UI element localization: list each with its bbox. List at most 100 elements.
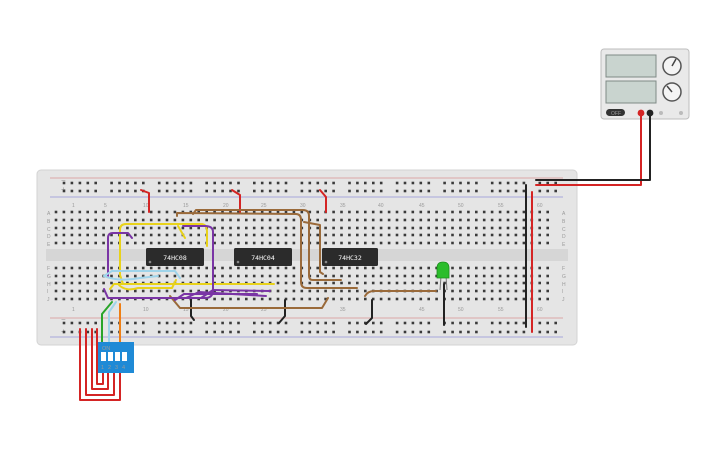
breadboard-hole[interactable] [316, 210, 319, 214]
breadboard-hole[interactable] [364, 297, 367, 301]
breadboard-hole[interactable] [86, 274, 89, 278]
breadboard-hole[interactable] [94, 233, 97, 237]
breadboard-hole[interactable] [403, 330, 407, 334]
breadboard-hole[interactable] [268, 330, 272, 334]
breadboard-hole[interactable] [300, 330, 304, 334]
breadboard-hole[interactable] [490, 233, 494, 237]
breadboard-hole[interactable] [237, 218, 240, 222]
breadboard-hole[interactable] [284, 266, 288, 270]
breadboard-hole[interactable] [387, 281, 391, 285]
dip-toggle-1[interactable] [101, 352, 106, 361]
breadboard-hole[interactable] [451, 266, 454, 270]
breadboard-hole[interactable] [165, 321, 169, 325]
breadboard-hole[interactable] [475, 189, 478, 193]
breadboard-hole[interactable] [213, 218, 216, 222]
breadboard-hole[interactable] [276, 289, 280, 293]
breadboard-hole[interactable] [364, 226, 367, 230]
breadboard-hole[interactable] [324, 321, 327, 325]
breadboard-hole[interactable] [134, 181, 137, 185]
breadboard-hole[interactable] [102, 241, 105, 245]
breadboard-hole[interactable] [482, 226, 486, 230]
breadboard-hole[interactable] [403, 181, 407, 185]
breadboard-hole[interactable] [411, 218, 415, 222]
breadboard-hole[interactable] [403, 297, 407, 301]
breadboard-hole[interactable] [324, 241, 327, 245]
breadboard-hole[interactable] [332, 210, 335, 214]
dip-toggle-2[interactable] [108, 352, 113, 361]
breadboard-hole[interactable] [173, 181, 177, 185]
breadboard-hole[interactable] [86, 241, 89, 245]
breadboard-hole[interactable] [538, 266, 541, 270]
breadboard-hole[interactable] [356, 226, 359, 230]
breadboard-hole[interactable] [165, 210, 169, 214]
breadboard-hole[interactable] [475, 233, 478, 237]
breadboard-hole[interactable] [78, 266, 82, 270]
breadboard-hole[interactable] [308, 281, 312, 285]
breadboard-hole[interactable] [181, 181, 185, 185]
breadboard-hole[interactable] [110, 274, 113, 278]
breadboard-hole[interactable] [427, 218, 430, 222]
breadboard-hole[interactable] [276, 181, 280, 185]
breadboard-hole[interactable] [490, 266, 494, 270]
breadboard-hole[interactable] [118, 289, 121, 293]
breadboard-hole[interactable] [300, 297, 304, 301]
breadboard-hole[interactable] [506, 181, 510, 185]
breadboard-hole[interactable] [332, 297, 335, 301]
breadboard-hole[interactable] [490, 330, 494, 334]
breadboard-hole[interactable] [395, 218, 399, 222]
breadboard-hole[interactable] [522, 274, 526, 278]
breadboard-hole[interactable] [467, 266, 470, 270]
breadboard-hole[interactable] [395, 266, 399, 270]
breadboard-hole[interactable] [110, 289, 113, 293]
breadboard-hole[interactable] [522, 330, 526, 334]
breadboard-hole[interactable] [221, 297, 224, 301]
breadboard-hole[interactable] [451, 330, 454, 334]
breadboard-hole[interactable] [70, 189, 74, 193]
breadboard-hole[interactable] [245, 297, 248, 301]
breadboard-hole[interactable] [54, 289, 58, 293]
breadboard-hole[interactable] [205, 330, 208, 334]
breadboard-hole[interactable] [229, 218, 232, 222]
breadboard-hole[interactable] [308, 321, 312, 325]
breadboard-hole[interactable] [482, 233, 486, 237]
breadboard-hole[interactable] [364, 181, 367, 185]
breadboard-hole[interactable] [308, 210, 312, 214]
breadboard-hole[interactable] [411, 274, 415, 278]
breadboard-hole[interactable] [356, 330, 359, 334]
breadboard-hole[interactable] [419, 266, 423, 270]
breadboard-hole[interactable] [514, 189, 518, 193]
breadboard-hole[interactable] [522, 233, 526, 237]
breadboard-hole[interactable] [284, 281, 288, 285]
breadboard-hole[interactable] [538, 181, 542, 185]
breadboard-hole[interactable] [300, 289, 304, 293]
breadboard-hole[interactable] [54, 281, 58, 285]
breadboard-hole[interactable] [364, 321, 367, 325]
breadboard-hole[interactable] [197, 241, 200, 245]
breadboard-hole[interactable] [62, 297, 66, 301]
breadboard-hole[interactable] [395, 210, 399, 214]
breadboard-hole[interactable] [522, 321, 526, 325]
breadboard-hole[interactable] [364, 241, 367, 245]
breadboard-hole[interactable] [134, 289, 137, 293]
breadboard-hole[interactable] [165, 241, 169, 245]
breadboard-hole[interactable] [149, 233, 153, 237]
breadboard-hole[interactable] [284, 210, 288, 214]
breadboard-hole[interactable] [157, 241, 161, 245]
breadboard-hole[interactable] [371, 274, 375, 278]
breadboard-hole[interactable] [475, 289, 478, 293]
breadboard-hole[interactable] [379, 210, 383, 214]
breadboard-hole[interactable] [149, 210, 153, 214]
breadboard-hole[interactable] [284, 330, 288, 334]
breadboard-hole[interactable] [197, 226, 200, 230]
breadboard-hole[interactable] [253, 181, 256, 185]
breadboard-hole[interactable] [498, 297, 502, 301]
breadboard-hole[interactable] [276, 281, 280, 285]
breadboard-hole[interactable] [451, 226, 454, 230]
breadboard-hole[interactable] [427, 226, 430, 230]
breadboard-hole[interactable] [435, 281, 438, 285]
breadboard-hole[interactable] [70, 281, 74, 285]
breadboard-hole[interactable] [459, 233, 462, 237]
breadboard-hole[interactable] [165, 289, 169, 293]
breadboard-hole[interactable] [356, 321, 359, 325]
breadboard-hole[interactable] [475, 297, 478, 301]
